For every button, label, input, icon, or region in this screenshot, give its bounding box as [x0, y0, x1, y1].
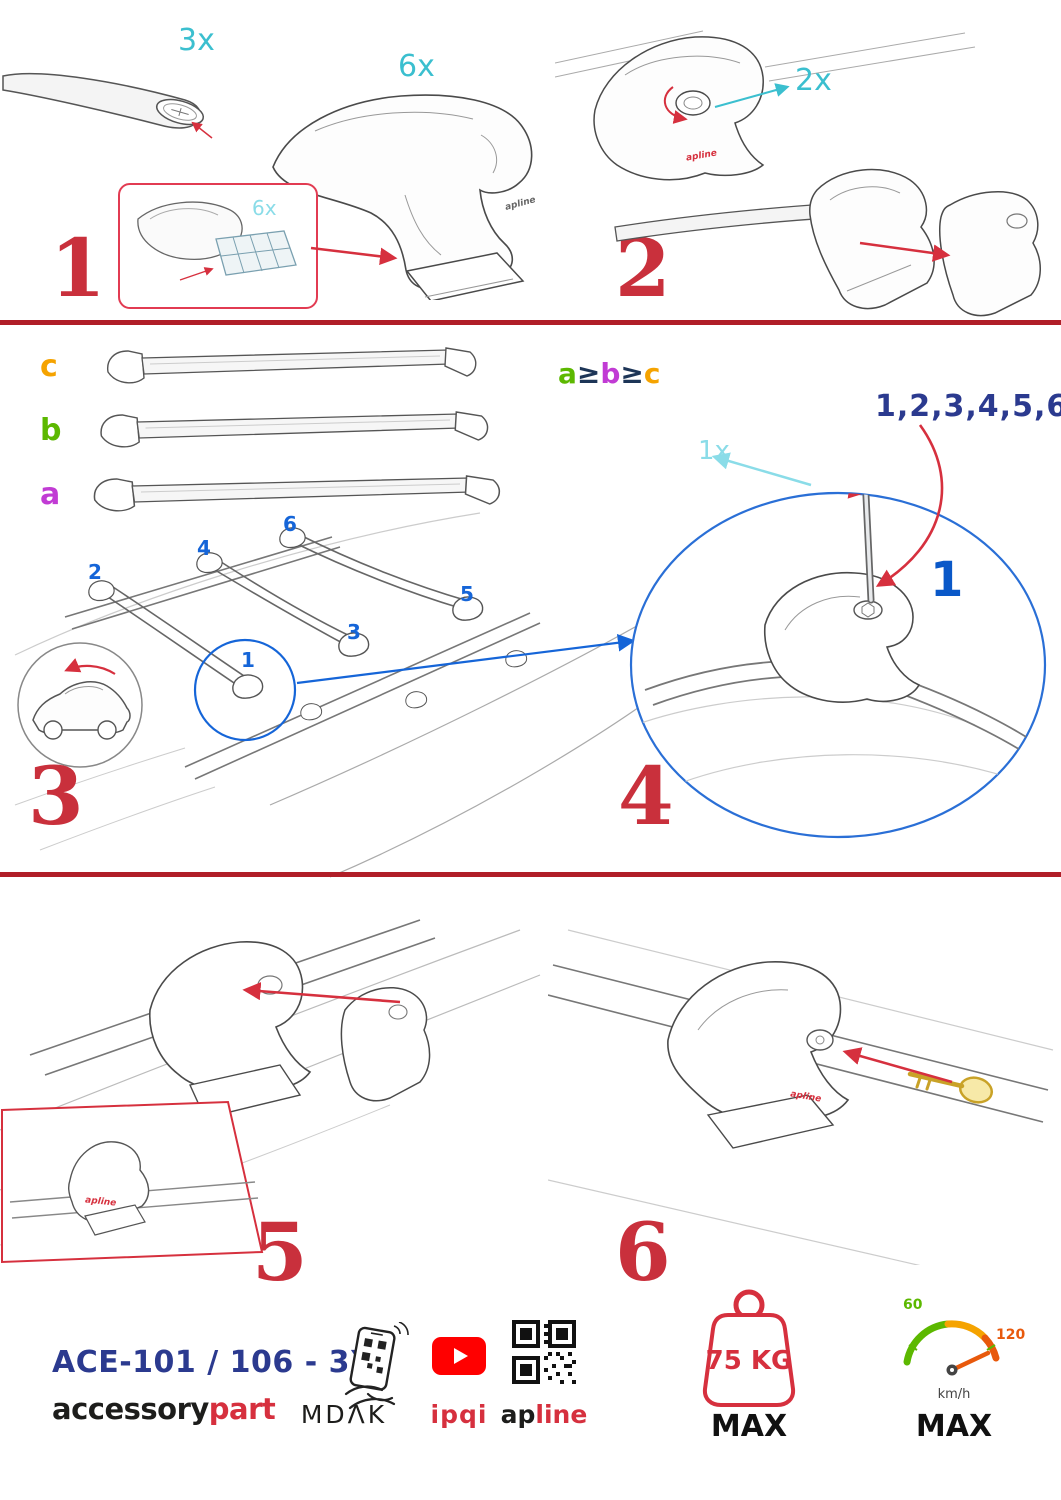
lock-cylinder — [806, 1029, 834, 1051]
red-rotate-arrow — [663, 86, 688, 124]
red-arrow — [242, 982, 401, 1004]
blue-zoom-arrow — [296, 634, 636, 685]
crossbar-quantity: 3x — [178, 23, 215, 58]
near-roof-rail — [184, 612, 541, 780]
key-quantity: 1x — [698, 436, 730, 466]
speed-high-label: 120 — [996, 1327, 1026, 1343]
roof-position-1: 1 — [241, 648, 255, 672]
rubber-pad-inset — [118, 183, 318, 309]
crossbar-3 — [292, 534, 469, 609]
step-2-number: 2 — [615, 221, 671, 315]
bar-size-c-label: c — [40, 349, 58, 384]
step-3-number: 3 — [28, 749, 84, 843]
foot-clamp — [149, 941, 312, 1092]
mdak-logo: MDΛK — [300, 1400, 388, 1429]
bar-size-a-label: a — [40, 477, 61, 512]
lock-cylinder — [675, 90, 711, 116]
product-model: ACE-101 / 106 - 3X — [52, 1345, 374, 1380]
lock-install-illustration — [555, 30, 1041, 317]
step-4-number: 4 — [618, 749, 674, 843]
lock-quantity: 2x — [795, 63, 832, 98]
foot-clamp-illustration — [272, 94, 533, 300]
crossbar-illustration — [2, 72, 213, 139]
bar-sizes-illustration — [93, 347, 501, 512]
rule-gte2: ≥ — [620, 357, 644, 390]
apline-red: line — [535, 1400, 588, 1429]
far-roof-rail — [64, 536, 341, 630]
weight-limit-max: MAX — [710, 1409, 788, 1444]
roof-position-4: 4 — [197, 536, 211, 560]
qr-code-icon — [512, 1320, 576, 1384]
pad-quantity: 6x — [252, 196, 277, 220]
foot-quantity: 6x — [398, 49, 435, 84]
youtube-icon — [432, 1337, 486, 1375]
phone-qr-icon — [344, 1322, 409, 1410]
red-arrow — [859, 241, 951, 262]
roof-position-2: 2 — [88, 560, 102, 584]
tighten-zoom-illustration — [629, 424, 1047, 839]
speed-limit-max: MAX — [915, 1409, 993, 1444]
clamp-attach-illustration — [0, 919, 541, 1264]
rubber-pad-illustration — [137, 201, 297, 281]
weight-limit-icon — [702, 1289, 796, 1407]
foot-clamp — [763, 571, 921, 703]
apline-logo: apline — [498, 1402, 590, 1427]
assembled-foot — [67, 1141, 150, 1223]
position-1-circle — [193, 638, 297, 742]
step-1-number: 1 — [50, 221, 106, 315]
brand-wordmark: accessorypart — [52, 1392, 276, 1426]
tightening-sequence: 1,2,3,4,5,6 — [875, 389, 1061, 424]
clamp-arm-piece — [340, 987, 431, 1102]
crossbar-1 — [101, 584, 251, 688]
red-sequence-arrow — [875, 424, 944, 587]
red-arrow — [191, 121, 213, 139]
apline-black: ap — [500, 1400, 536, 1429]
red-direction-arrow — [64, 658, 116, 675]
section-divider — [0, 872, 1061, 877]
roof-position-3: 3 — [347, 620, 361, 644]
bolt — [853, 600, 883, 620]
speed-unit-label: km/h — [937, 1387, 971, 1402]
step-5-number: 5 — [252, 1205, 308, 1299]
car-direction-inset — [17, 642, 143, 768]
roof-position-6: 6 — [283, 512, 297, 536]
insert-pad-arrow — [310, 246, 398, 266]
step-6-number: 6 — [615, 1205, 671, 1299]
rule-a: a — [558, 357, 577, 390]
rule-b: b — [600, 357, 621, 390]
roof-position-5: 5 — [460, 582, 474, 606]
first-position-number: 1 — [930, 552, 964, 608]
red-arrow — [842, 1047, 953, 1084]
lock-cover-piece — [938, 191, 1041, 317]
size-rule: a≥b≥c — [558, 360, 661, 388]
ipqi-logo: ipqi — [430, 1400, 488, 1429]
light-cyan-arrow — [711, 452, 812, 487]
speed-low-label: 60 — [903, 1297, 923, 1313]
speedometer-needle — [949, 1350, 991, 1373]
brand-red: part — [208, 1392, 276, 1426]
rule-c: c — [643, 357, 661, 390]
crossbar-2 — [209, 559, 355, 646]
key-icon — [907, 1071, 994, 1104]
red-arrow — [179, 267, 214, 281]
red-arrow — [310, 246, 398, 266]
red-rotate-arrow — [836, 493, 865, 499]
cyan-arrow — [714, 83, 790, 108]
rule-gte1: ≥ — [576, 357, 601, 390]
section-divider — [0, 320, 1061, 325]
brand-black: accessory — [52, 1392, 209, 1426]
bar-size-b-label: b — [40, 413, 62, 448]
foot-clamp — [667, 961, 850, 1122]
weight-limit-value: 75 KG — [705, 1346, 793, 1376]
speedometer-icon — [903, 1320, 1000, 1376]
key-lock-illustration — [548, 929, 1054, 1265]
